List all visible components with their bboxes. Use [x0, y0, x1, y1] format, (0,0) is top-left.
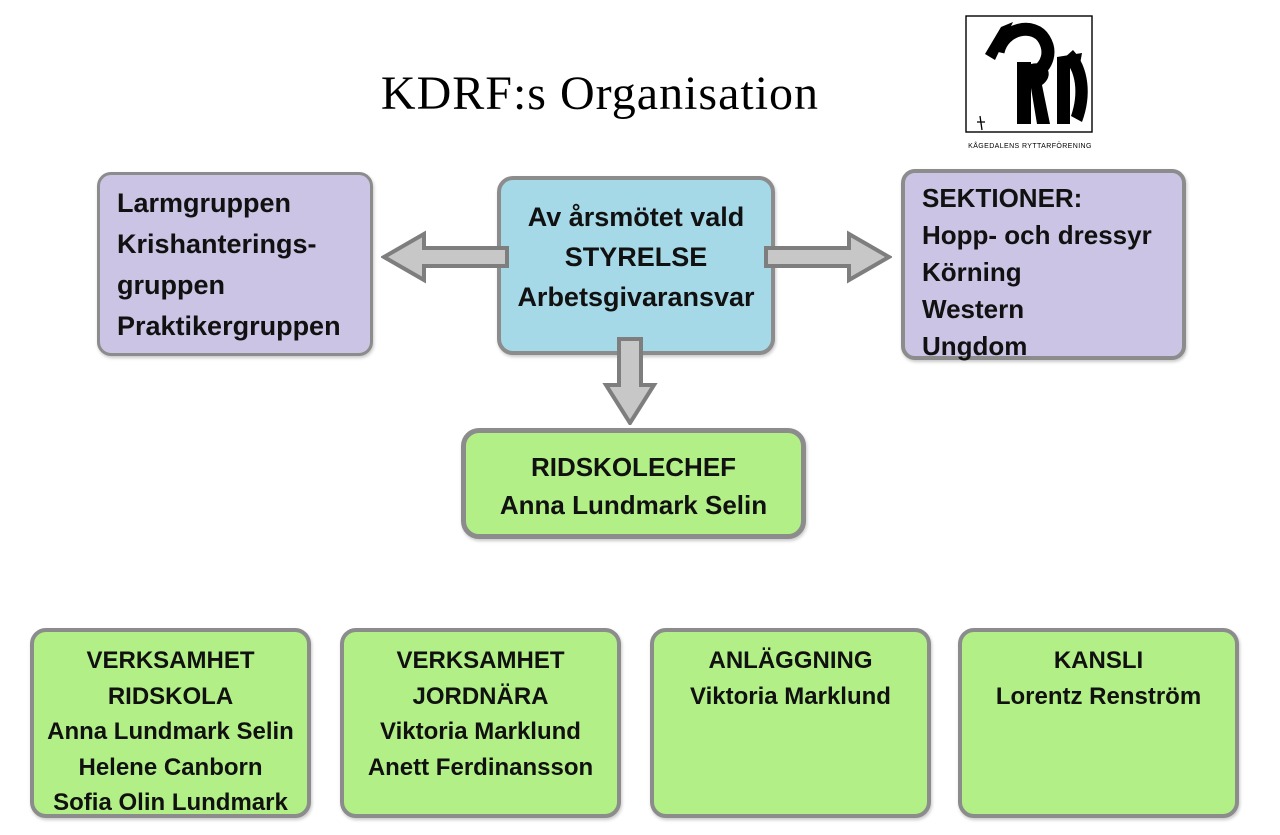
box-line: Viktoria Marklund [380, 718, 581, 745]
club-logo-caption: KÅGEDALENS RYTTARFÖRENING [968, 143, 1092, 150]
box-line: Anna Lundmark Selin [47, 718, 294, 745]
box-line: Viktoria Marklund [690, 682, 891, 710]
box-kansli: KANSLI Lorentz Renström [958, 628, 1239, 818]
box-line: Helene Canborn [78, 753, 263, 781]
box-line: Av årsmötet vald [527, 202, 745, 232]
arrow-right-icon [764, 230, 892, 284]
box-line: VERKSAMHET [396, 647, 565, 674]
box-line: Western [922, 294, 1025, 324]
box-line: RIDSKOLECHEF [530, 452, 737, 482]
box-line: Krishanterings- [117, 229, 317, 259]
box-line: Anna Lundmark Selin [499, 490, 768, 520]
box-line: STYRELSE [564, 242, 708, 272]
box-groups: Larmgruppen Krishanterings- gruppen Prak… [97, 172, 373, 356]
box-line: VERKSAMHET [86, 647, 255, 674]
horse-logo-icon [965, 15, 1093, 133]
box-line: Lorentz Renström [995, 682, 1202, 710]
box-ridskolechef: RIDSKOLECHEF Anna Lundmark Selin [461, 428, 806, 539]
box-line: KANSLI [1053, 647, 1144, 674]
box-line: ANLÄGGNING [708, 647, 873, 674]
club-logo: KÅGEDALENS RYTTARFÖRENING [956, 12, 1104, 162]
box-verksamhet-jordnara: VERKSAMHET JORDNÄRA Viktoria Marklund An… [340, 628, 621, 818]
box-line: SEKTIONER: [922, 183, 1083, 213]
box-verksamhet-ridskola: VERKSAMHET RIDSKOLA Anna Lundmark Selin … [30, 628, 311, 818]
box-line: RIDSKOLA [107, 682, 234, 710]
box-line: gruppen [117, 270, 225, 300]
box-line: Anett Ferdinansson [367, 753, 594, 781]
box-line: Larmgruppen [117, 188, 292, 218]
box-line: Hopp- och dressyr [922, 220, 1152, 250]
box-line: Arbetsgivaransvar [517, 282, 755, 312]
box-line: Praktikergruppen [117, 311, 341, 341]
box-anlaggning: ANLÄGGNING Viktoria Marklund [650, 628, 931, 818]
box-line: Sofia Olin Lundmark [53, 789, 288, 816]
box-styrelse: Av årsmötet vald STYRELSE Arbetsgivarans… [497, 176, 775, 355]
page-title: KDRF:s Organisation [380, 67, 820, 120]
box-sektioner: SEKTIONER: Hopp- och dressyr Körning Wes… [901, 169, 1186, 361]
box-line: Körning [922, 257, 1022, 287]
box-line: JORDNÄRA [412, 682, 549, 710]
arrow-left-icon [381, 230, 509, 284]
arrow-down-icon [602, 337, 658, 425]
box-line: Ungdom [922, 331, 1028, 361]
